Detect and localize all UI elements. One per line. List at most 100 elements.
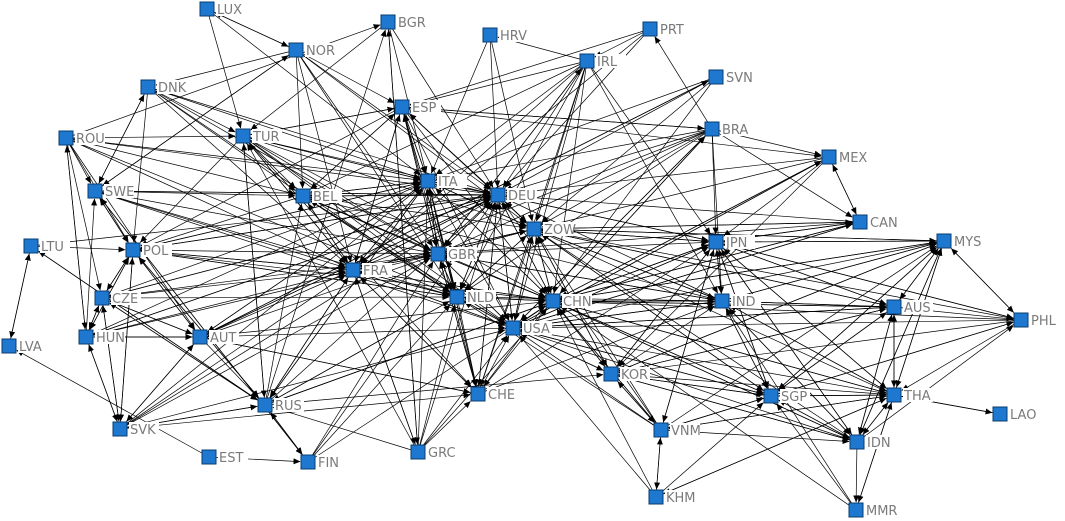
node-ita[interactable]: ITA	[420, 173, 467, 190]
node-square[interactable]	[87, 183, 103, 199]
node-mex[interactable]: MEX	[821, 149, 868, 166]
node-square[interactable]	[300, 454, 316, 470]
node-bra[interactable]: BRA	[704, 121, 751, 138]
node-svk[interactable]: SVK	[112, 421, 159, 438]
node-square[interactable]	[886, 299, 902, 315]
node-square[interactable]	[199, 1, 215, 17]
node-lux[interactable]: LUX	[199, 1, 246, 18]
node-square[interactable]	[526, 221, 542, 237]
node-square[interactable]	[23, 238, 39, 254]
node-square[interactable]	[490, 187, 506, 203]
node-square[interactable]	[78, 329, 94, 345]
node-square[interactable]	[849, 434, 865, 450]
node-square[interactable]	[295, 188, 311, 204]
node-square[interactable]	[482, 27, 498, 43]
node-square[interactable]	[201, 449, 217, 465]
node-square[interactable]	[94, 290, 110, 306]
node-mmr[interactable]: MMR	[848, 502, 897, 519]
node-square[interactable]	[708, 234, 724, 250]
node-kor[interactable]: KOR	[603, 366, 650, 383]
node-phl[interactable]: PHL	[1013, 312, 1060, 329]
node-square[interactable]	[420, 173, 436, 189]
node-square[interactable]	[125, 242, 141, 258]
node-mys[interactable]: MYS	[936, 233, 983, 250]
node-ind[interactable]: IND	[714, 293, 761, 310]
node-svn[interactable]: SVN	[708, 69, 755, 86]
node-square[interactable]	[763, 388, 779, 404]
node-vnm[interactable]: VNM	[653, 422, 701, 439]
node-hun[interactable]: HUN	[78, 329, 125, 346]
node-square[interactable]	[648, 489, 664, 505]
node-square[interactable]	[288, 42, 304, 58]
node-bel[interactable]: BEL	[295, 188, 342, 205]
node-rus[interactable]: RUS	[257, 397, 304, 414]
node-prt[interactable]: PRT	[642, 21, 689, 38]
edge-nld-to-pol	[140, 249, 458, 298]
node-square[interactable]	[545, 293, 561, 309]
node-square[interactable]	[936, 233, 952, 249]
node-hrv[interactable]: HRV	[482, 27, 529, 44]
node-square[interactable]	[235, 128, 251, 144]
node-tur[interactable]: TUR	[235, 128, 282, 145]
node-square[interactable]	[470, 386, 486, 402]
node-sgp[interactable]: SGP	[763, 388, 810, 405]
node-khm[interactable]: KHM	[648, 489, 696, 506]
node-square[interactable]	[886, 387, 902, 403]
node-idn[interactable]: IDN	[849, 434, 896, 451]
node-irl[interactable]: IRL	[579, 53, 626, 70]
node-zow[interactable]: ZOW	[526, 221, 576, 238]
node-square[interactable]	[848, 502, 864, 518]
node-square[interactable]	[257, 397, 273, 413]
node-ltu[interactable]: LTU	[23, 238, 70, 255]
node-dnk[interactable]: DNK	[140, 79, 187, 96]
node-square[interactable]	[714, 293, 730, 309]
node-square[interactable]	[380, 14, 396, 30]
node-grc[interactable]: GRC	[410, 444, 457, 461]
node-square[interactable]	[1, 338, 17, 354]
node-square[interactable]	[704, 121, 720, 137]
node-square[interactable]	[579, 53, 595, 69]
node-swe[interactable]: SWE	[87, 183, 134, 200]
node-square[interactable]	[821, 149, 837, 165]
node-chn[interactable]: CHN	[545, 293, 592, 310]
node-square[interactable]	[708, 69, 724, 85]
node-che[interactable]: CHE	[470, 386, 517, 403]
node-square[interactable]	[345, 262, 361, 278]
node-can[interactable]: CAN	[852, 214, 899, 231]
node-cze[interactable]: CZE	[94, 290, 141, 307]
node-gbr[interactable]: GBR	[430, 246, 477, 263]
node-tha[interactable]: THA	[886, 387, 933, 404]
node-usa[interactable]: USA	[505, 320, 552, 337]
node-square[interactable]	[140, 79, 156, 95]
node-square[interactable]	[642, 21, 658, 37]
node-square[interactable]	[653, 422, 669, 438]
node-rou[interactable]: ROU	[58, 130, 105, 147]
node-nor[interactable]: NOR	[288, 42, 335, 59]
node-square[interactable]	[603, 366, 619, 382]
node-square[interactable]	[58, 130, 74, 146]
node-aut[interactable]: AUT	[192, 329, 239, 346]
node-square[interactable]	[430, 246, 446, 262]
node-aus[interactable]: AUS	[886, 299, 933, 316]
node-square[interactable]	[992, 406, 1008, 422]
node-square[interactable]	[449, 289, 465, 305]
node-square[interactable]	[410, 444, 426, 460]
node-square[interactable]	[1013, 312, 1029, 328]
node-square[interactable]	[112, 421, 128, 437]
node-est[interactable]: EST	[201, 449, 248, 466]
node-square[interactable]	[192, 329, 208, 345]
node-jpn[interactable]: JPN	[708, 234, 755, 251]
node-square[interactable]	[505, 320, 521, 336]
node-square[interactable]	[394, 99, 410, 115]
node-nld[interactable]: NLD	[449, 289, 496, 306]
node-lva[interactable]: LVA	[1, 338, 48, 355]
node-bgr[interactable]: BGR	[380, 14, 427, 31]
node-pol[interactable]: POL	[125, 242, 172, 259]
node-esp[interactable]: ESP	[394, 99, 441, 116]
node-square[interactable]	[852, 214, 868, 230]
edge-pol-to-ita	[132, 181, 421, 251]
node-fin[interactable]: FIN	[300, 454, 347, 471]
node-deu[interactable]: DEU	[490, 187, 537, 204]
node-fra[interactable]: FRA	[345, 262, 392, 279]
node-lao[interactable]: LAO	[992, 406, 1039, 423]
